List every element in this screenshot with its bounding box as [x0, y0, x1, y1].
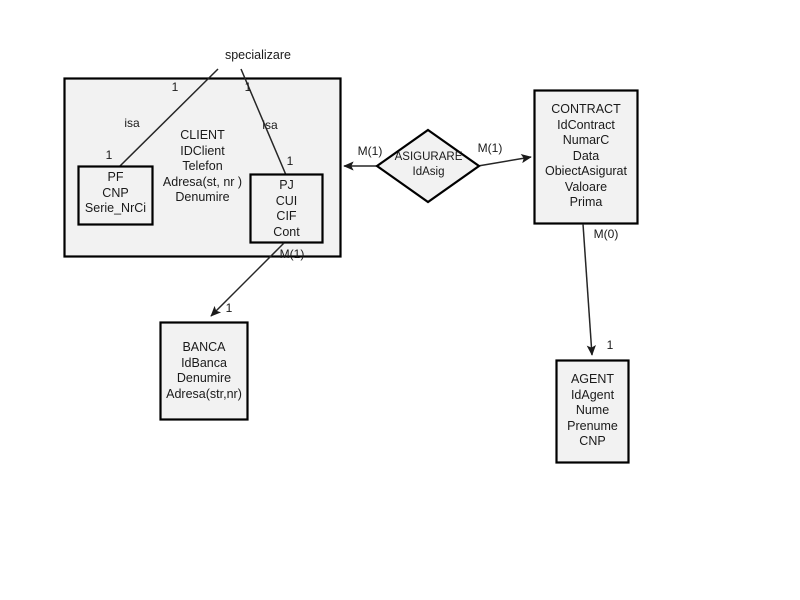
- entity-box-pf[interactable]: [77, 165, 154, 226]
- relationship-diamond-asigurare[interactable]: [375, 128, 481, 204]
- edge-line-isa-pj[interactable]: [240, 68, 287, 176]
- edge-line-pj-banca[interactable]: [210, 242, 285, 317]
- edge-line-asigurare-contract[interactable]: [477, 154, 532, 167]
- entity-box-contract[interactable]: [533, 89, 639, 225]
- edge-line-isa-pf[interactable]: [116, 68, 219, 170]
- entity-box-banca[interactable]: [159, 321, 249, 421]
- edge-line-contract-agent[interactable]: [582, 223, 596, 356]
- entity-box-pj[interactable]: [249, 173, 324, 244]
- entity-box-agent[interactable]: [555, 359, 630, 464]
